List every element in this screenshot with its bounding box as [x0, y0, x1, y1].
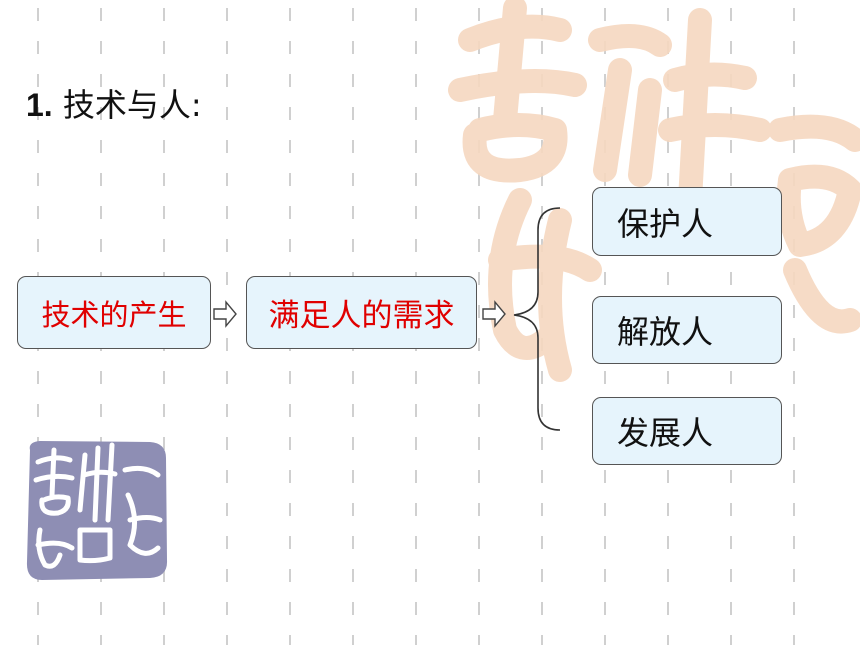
title-number: 1.	[26, 87, 53, 123]
title-text: 技术与人:	[52, 86, 202, 124]
branch-box-liberate-label: 解放人	[617, 313, 714, 351]
flow-box-origin: 技术的产生	[17, 276, 211, 349]
branch-box-liberate: 解放人	[592, 296, 782, 364]
branch-box-develop: 发展人	[592, 397, 782, 465]
branch-box-protect-label: 保护人	[617, 204, 714, 243]
flow-box-needs-label: 满足人的需求	[268, 298, 455, 334]
slide-title: 1. 技术与人:	[26, 80, 202, 126]
branch-box-protect: 保护人	[592, 187, 782, 256]
flow-box-needs: 满足人的需求	[246, 276, 477, 349]
flow-box-origin-label: 技术的产生	[41, 297, 187, 332]
branch-box-develop-label: 发展人	[617, 414, 714, 452]
